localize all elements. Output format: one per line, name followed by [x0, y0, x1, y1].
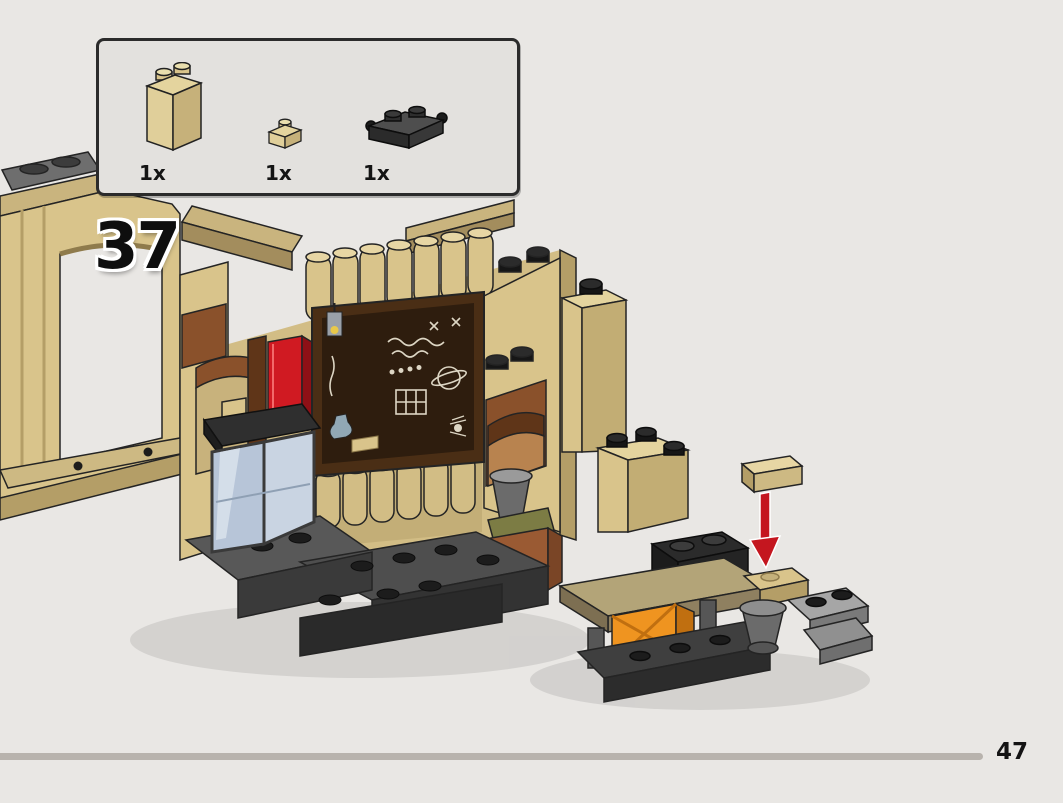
part-quantity: 1x [265, 161, 292, 185]
placement-arrow-icon [748, 491, 782, 570]
chalk-drawings [329, 317, 467, 415]
ledge-studs [485, 346, 534, 370]
progress-bar [0, 753, 983, 760]
placement-piece [740, 455, 804, 494]
chalk-bottle-icon [329, 413, 353, 440]
arch-wall [0, 151, 192, 521]
parts-callout-box: 1x 1x [96, 38, 520, 196]
chalkboard [311, 290, 485, 478]
chalk-dots [389, 365, 462, 432]
right-plates-group [739, 567, 874, 665]
part-quantity: 1x [139, 161, 166, 185]
part-item-tan-plate: 1x [265, 114, 305, 185]
tan-plate-icon [267, 118, 303, 149]
dark-plate-with-handles-icon [365, 105, 448, 150]
board-lantern-icon [326, 303, 343, 337]
tan-brick-icon [144, 62, 204, 152]
right-bricks [559, 278, 691, 533]
base-studs [250, 532, 500, 606]
part-item-dark-plate: 1x [363, 100, 449, 185]
page-number: 47 [996, 739, 1029, 765]
base-plates [184, 515, 551, 657]
board-scroll [351, 435, 379, 453]
part-item-tan-brick: 1x [139, 62, 207, 185]
wall-top-studs [498, 246, 550, 273]
chalk-spider-legs [449, 415, 467, 437]
part-quantity: 1x [363, 161, 390, 185]
top-columns [305, 227, 494, 322]
display-case [202, 397, 322, 554]
step-number: 37 [94, 210, 181, 284]
goblet [739, 599, 787, 655]
